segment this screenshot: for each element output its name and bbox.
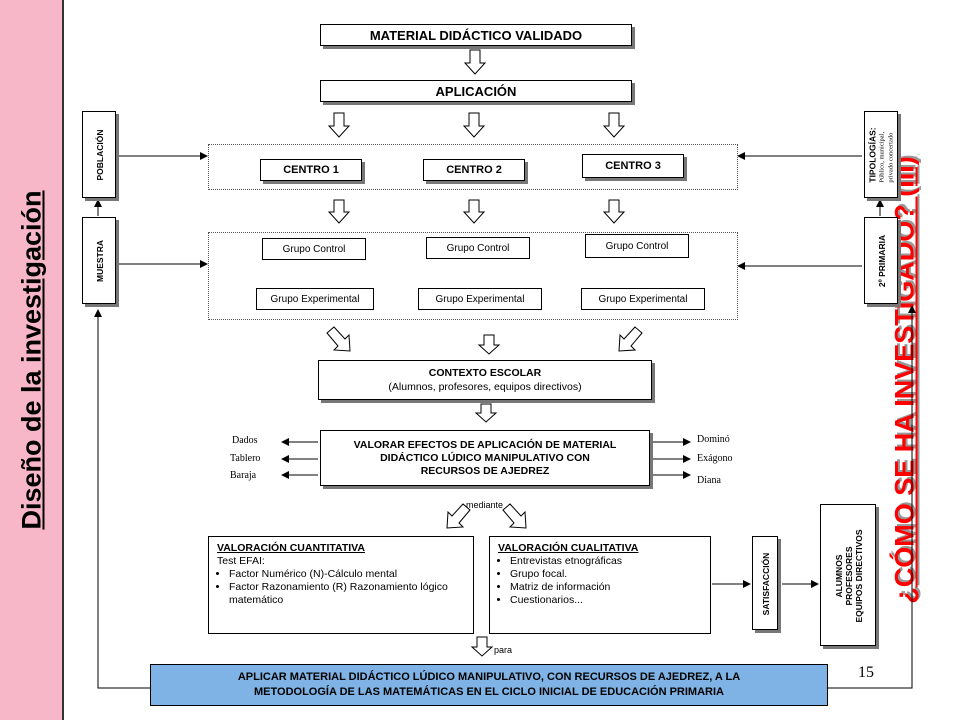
cualitativa-item: Grupo focal. <box>510 568 702 581</box>
satisfaccion-label: SATISFACCIÓN <box>761 552 771 616</box>
cuantitativa-test: Test EFAI: <box>217 555 265 567</box>
valorar-line1: VALORAR EFECTOS DE APLICACIÓN DE MATERIA… <box>353 438 617 451</box>
tipologias-box: TIPOLOGÍAS: Público, municipal, privado … <box>864 111 898 198</box>
alumnos-line2: PROFESORES <box>844 546 854 606</box>
page-number: 15 <box>858 664 874 681</box>
contexto-box: CONTEXTO ESCOLAR (Alumnos, profesores, e… <box>318 360 652 400</box>
down-arrow <box>327 199 351 224</box>
item-domino: Dominó <box>697 434 730 445</box>
primaria-label: 2º PRIMARIA <box>877 234 887 288</box>
cuantitativa-item: Factor Razonamiento (R) Razonamiento lóg… <box>229 581 465 607</box>
down-arrow <box>477 334 501 355</box>
valorar-box: VALORAR EFECTOS DE APLICACIÓN DE MATERIA… <box>320 430 650 486</box>
muestra-box: MUESTRA <box>82 217 116 304</box>
grupo-control-1: Grupo Control <box>262 238 366 260</box>
down-arrow <box>602 112 626 138</box>
grupo-experimental-1: Grupo Experimental <box>256 288 374 310</box>
aplicacion-box: APLICACIÓN <box>320 80 632 102</box>
cuantitativa-item: Factor Numérico (N)-Cálculo mental <box>229 568 465 581</box>
item-exagono: Exágono <box>697 453 733 464</box>
valorar-line2: DIDÁCTICO LÚDICO MANIPULATIVO CON <box>380 451 590 464</box>
cualitativa-item: Cuestionarios... <box>510 594 702 607</box>
item-diana: Diana <box>697 475 721 486</box>
alumnos-line3: EQUIPOS DIRECTIVOS <box>854 529 864 623</box>
para-label: para <box>494 645 513 655</box>
conclusion-line1: APLICAR MATERIAL DIDÁCTICO LÚDICO MANIPU… <box>237 671 741 683</box>
centro-2-box: CENTRO 2 <box>423 159 525 181</box>
down-arrow <box>462 112 486 138</box>
down-arrow <box>463 49 487 75</box>
centro-1-box: CENTRO 1 <box>260 159 362 181</box>
diag-arrow-left <box>446 503 471 529</box>
cualitativa-title: VALORACIÓN CUALITATIVA <box>498 542 639 554</box>
tipologias-title: TIPOLOGÍAS: <box>867 127 878 183</box>
grupo-experimental-2: Grupo Experimental <box>418 288 542 310</box>
down-arrow <box>462 199 486 224</box>
feedback-right <box>828 305 916 689</box>
diag-arrow-right <box>502 503 527 529</box>
conclusion-line2: METODOLOGÍA DE LAS MATEMÁTICAS EN EL CIC… <box>254 686 724 698</box>
cualitativa-item: Matriz de información <box>510 581 702 594</box>
diag-arrow-left <box>618 326 643 352</box>
down-arrow <box>470 636 494 657</box>
alumnos-box: ALUMNOS PROFESORES EQUIPOS DIRECTIVOS <box>820 504 876 646</box>
contexto-subtitle: (Alumnos, profesores, equipos directivos… <box>388 381 582 393</box>
cuantitativa-title: VALORACIÓN CUANTITATIVA <box>217 542 365 554</box>
poblacion-box: POBLACIÓN <box>82 111 116 198</box>
grupo-control-2: Grupo Control <box>426 237 530 259</box>
feedback-left <box>94 309 150 689</box>
cualitativa-box: VALORACIÓN CUALITATIVA Entrevistas etnog… <box>489 536 711 634</box>
mediante-label: mediante <box>466 500 504 510</box>
contexto-title: CONTEXTO ESCOLAR <box>428 367 542 379</box>
conclusion-box: APLICAR MATERIAL DIDÁCTICO LÚDICO MANIPU… <box>150 664 828 706</box>
satisfaccion-box: SATISFACCIÓN <box>752 536 778 630</box>
cuantitativa-box: VALORACIÓN CUANTITATIVA Test EFAI: Facto… <box>208 536 474 634</box>
down-arrow <box>327 112 351 138</box>
tipologias-line1: Público, municipal, <box>878 131 886 183</box>
grupo-experimental-3: Grupo Experimental <box>581 288 705 310</box>
tipologias-line2: privado concertado <box>887 132 895 183</box>
grupo-control-3: Grupo Control <box>585 234 689 258</box>
muestra-label: MUESTRA <box>95 239 105 283</box>
poblacion-label: POBLACIÓN <box>95 129 105 181</box>
down-arrow <box>474 403 498 423</box>
cualitativa-item: Entrevistas etnográficas <box>510 555 702 568</box>
centro-3-box: CENTRO 3 <box>582 154 684 178</box>
diag-arrow-right <box>326 326 351 352</box>
item-baraja: Baraja <box>230 470 257 481</box>
valorar-line3: RECURSOS DE AJEDREZ <box>420 464 550 477</box>
down-arrow <box>602 199 626 224</box>
sidebar: Diseño de la investigación <box>0 0 64 720</box>
item-dados: Dados <box>232 435 258 446</box>
item-tablero: Tablero <box>230 453 261 464</box>
alumnos-line1: ALUMNOS <box>834 554 844 598</box>
primaria-box: 2º PRIMARIA <box>864 217 898 304</box>
material-validado-box: MATERIAL DIDÁCTICO VALIDADO <box>320 24 632 46</box>
